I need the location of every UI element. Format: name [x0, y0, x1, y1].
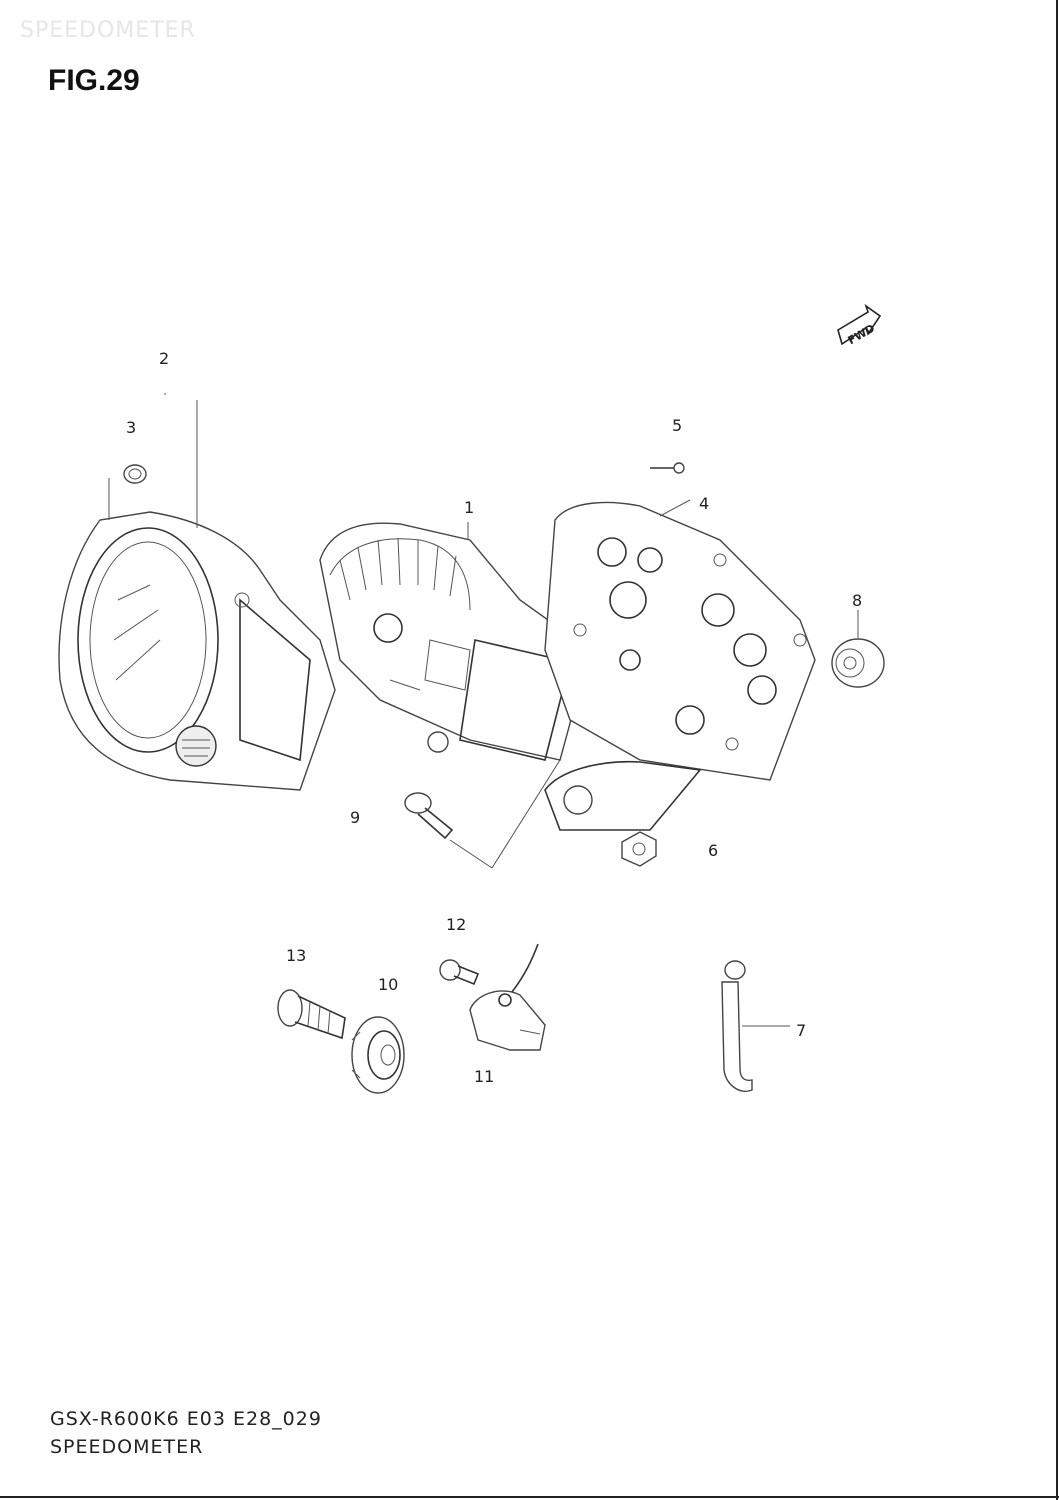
callout-9: 9: [350, 808, 360, 827]
callout-13: 13: [286, 946, 306, 965]
callout-6: 6: [708, 841, 718, 860]
grommet-part: [831, 638, 885, 688]
callout-10: 10: [378, 975, 398, 994]
nut-part: [621, 831, 657, 867]
rubber-cushion-part: [123, 464, 147, 484]
fwd-arrow-icon: FWD: [837, 303, 882, 347]
header-watermark: SPEEDOMETER: [20, 18, 196, 43]
rotor-gear-part: [351, 1016, 405, 1094]
meter-assembly-part: [319, 522, 591, 761]
frame-border-right: [1056, 0, 1058, 1500]
bolt-part: [404, 792, 454, 840]
callout-3: 3: [126, 418, 136, 437]
speed-sensor-part: [469, 943, 546, 1051]
frame-border-bottom: [0, 1496, 1059, 1498]
callout-11: 11: [474, 1067, 494, 1086]
callout-7: 7: [796, 1021, 806, 1040]
callout-8: 8: [852, 591, 862, 610]
callout-4: 4: [699, 494, 709, 513]
figure-title: FIG.29: [48, 64, 140, 97]
long-bolt-part: [277, 989, 346, 1040]
leader-lines: [108, 393, 859, 1027]
callout-5: 5: [672, 416, 682, 435]
front-cover-part: [58, 511, 336, 791]
callout-1: 1: [464, 498, 474, 517]
sensor-bolt-part: [439, 959, 480, 986]
screw-part: [650, 462, 685, 474]
callout-2: 2: [159, 349, 169, 368]
meter-case-part: [544, 501, 816, 831]
callout-12: 12: [446, 915, 466, 934]
footer-drawing-code: GSX-R600K6 E03 E28_029: [50, 1408, 322, 1430]
cable-clamp-part: [721, 960, 753, 1092]
footer-section-name: SPEEDOMETER: [50, 1436, 204, 1458]
